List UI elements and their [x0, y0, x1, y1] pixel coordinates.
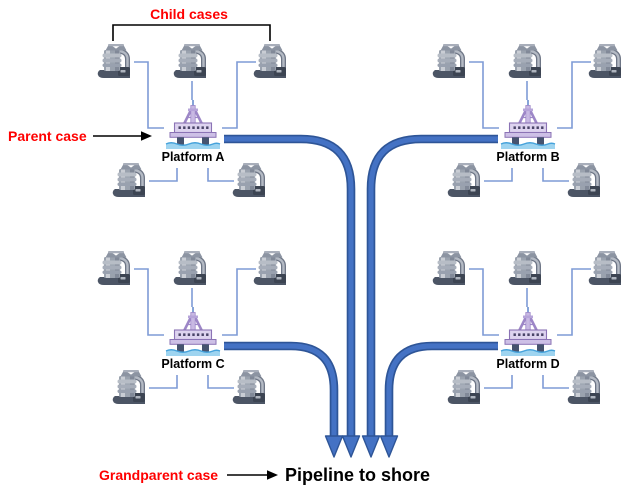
pipeline-platform-a	[224, 134, 356, 440]
pipeline-d-core	[386, 343, 498, 440]
wellhead-icon	[568, 370, 600, 404]
child-cases-bracket	[112, 24, 271, 41]
wellhead-icon	[509, 44, 541, 78]
child-cases-label: Child cases	[150, 6, 228, 22]
wellhead-flowline	[207, 375, 234, 389]
pipeline-arrowhead	[379, 435, 399, 458]
pipeline-c-core	[224, 343, 337, 440]
wellhead-flowline	[542, 375, 569, 389]
offshore-platform-icon	[499, 100, 557, 150]
arrow-head	[141, 131, 152, 141]
platform-label: Platform D	[496, 357, 559, 371]
wellhead-flowline	[542, 168, 569, 182]
platform-cluster-a: Platform A	[98, 44, 286, 197]
wellhead-flowline	[134, 268, 164, 336]
wellhead-icon	[433, 251, 465, 285]
pipeline-platform-b	[366, 134, 498, 440]
wellhead-flowline	[222, 61, 256, 129]
wellhead-flowline	[557, 268, 591, 336]
pipeline-to-shore-label: Pipeline to shore	[285, 465, 430, 485]
pipelines	[224, 134, 498, 458]
platform-cluster-d: Platform D	[433, 251, 621, 404]
wellhead-flowline	[469, 61, 499, 129]
pipeline-arrowhead	[324, 435, 344, 458]
platform-cluster-c: Platform C	[98, 251, 286, 404]
wellhead-icon	[113, 163, 145, 197]
wellhead-icon	[589, 44, 621, 78]
wellhead-icon	[254, 44, 286, 78]
pipeline-b-core	[368, 136, 498, 440]
pipeline-platform-d	[384, 341, 498, 440]
wellhead-icon	[448, 163, 480, 197]
wellhead-icon	[254, 251, 286, 285]
wellhead-icon	[568, 163, 600, 197]
pipeline-d-outline	[384, 341, 498, 440]
pipeline-arrowhead	[341, 435, 361, 458]
wellhead-flowline	[469, 268, 499, 336]
wellhead-flowline	[149, 375, 178, 389]
offshore-platform-icon	[499, 307, 557, 357]
pipeline-a-core	[224, 136, 354, 440]
wellhead-icon	[98, 251, 130, 285]
platform-cluster-b: Platform B	[433, 44, 621, 197]
offshore-platform-icon	[164, 100, 222, 150]
parent-case-arrow	[93, 131, 152, 141]
wellhead-flowline	[149, 168, 178, 182]
wellhead-flowline	[222, 268, 256, 336]
wellhead-icon	[174, 44, 206, 78]
wellhead-icon	[233, 163, 265, 197]
grandparent-case-arrow	[227, 470, 278, 480]
parent-case-label: Parent case	[8, 128, 87, 144]
pipeline-platform-c	[224, 341, 339, 440]
wellhead-flowline	[484, 168, 513, 182]
platform-label: Platform C	[161, 357, 224, 371]
wellhead-icon	[433, 44, 465, 78]
offshore-platform-icon	[164, 307, 222, 357]
platform-label: Platform B	[496, 150, 559, 164]
wellhead-icon	[509, 251, 541, 285]
grandparent-case-label: Grandparent case	[99, 467, 218, 483]
wellhead-icon	[174, 251, 206, 285]
wellhead-icon	[233, 370, 265, 404]
platform-label: Platform A	[162, 150, 225, 164]
platform-clusters: Platform A Platform B Platform C Platform D	[98, 44, 621, 404]
wellhead-icon	[98, 44, 130, 78]
wellhead-flowline	[484, 375, 513, 389]
wellhead-icon	[448, 370, 480, 404]
wellhead-flowline	[557, 61, 591, 129]
arrow-head	[267, 470, 278, 480]
wellhead-flowline	[134, 61, 164, 129]
pipeline-arrowhead	[361, 435, 381, 458]
wellhead-icon	[589, 251, 621, 285]
wellhead-flowline	[207, 168, 234, 182]
wellhead-icon	[113, 370, 145, 404]
